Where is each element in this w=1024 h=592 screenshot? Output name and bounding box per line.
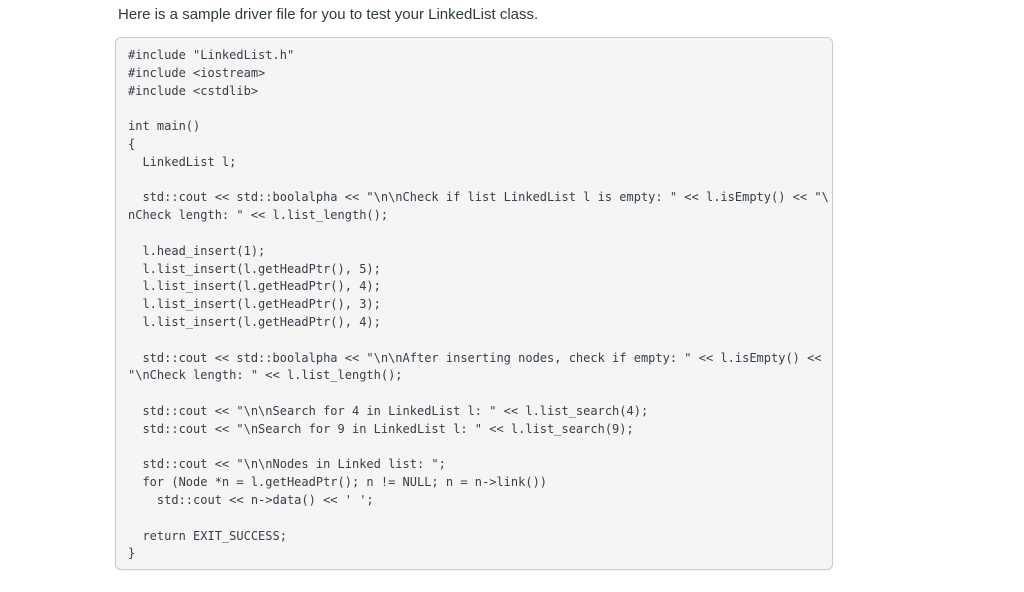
code-block: #include "LinkedList.h" #include <iostre… [115, 37, 833, 570]
code-content: #include "LinkedList.h" #include <iostre… [128, 48, 829, 561]
intro-text: Here is a sample driver file for you to … [118, 6, 539, 23]
